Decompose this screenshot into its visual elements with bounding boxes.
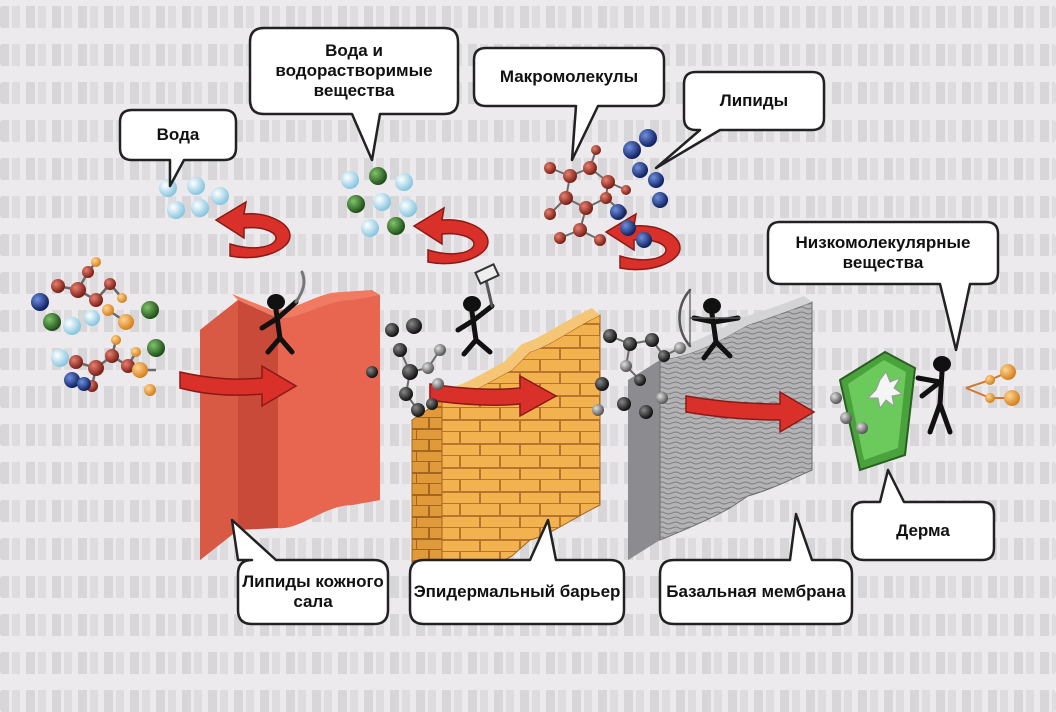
figure-basal-archer: [678, 288, 741, 361]
water-soluble-molecules: [341, 167, 417, 237]
callout-macromolecules-bubble: [472, 46, 666, 162]
small-molecules-middle: [366, 318, 446, 417]
mixed-molecules-left: [31, 257, 165, 396]
callout-dermis-bubble: [850, 468, 996, 562]
callout-lipids-bubble: [654, 70, 826, 170]
callout-sebum-lipids-bubble: [230, 518, 390, 626]
dermis-block: [838, 350, 917, 472]
figure-sebum-swordsman: [259, 270, 306, 355]
straight-arrow-2: [429, 374, 558, 418]
small-molecules-right: [592, 329, 686, 419]
dermis-molecules: [830, 364, 1020, 434]
callout-low-molecular-bubble: [766, 220, 1000, 352]
epidermal-barrier-wall: [411, 308, 601, 589]
straight-arrow-3: [685, 390, 816, 434]
figure-dermis-pusher: [915, 356, 953, 435]
curved-arrow-2: [412, 206, 489, 265]
sebum-lipid-wall: [200, 290, 380, 560]
curved-arrow-1: [214, 200, 291, 259]
callout-water-soluble-bubble: [248, 26, 460, 162]
lipid-molecules: [610, 129, 668, 248]
straight-arrow-1: [179, 364, 298, 408]
basal-membrane-wall: [628, 296, 813, 560]
callout-epidermal-bubble: [408, 518, 626, 626]
callout-basal-bubble: [658, 512, 854, 626]
macromolecules: [544, 145, 631, 246]
figure-epidermis-hammer: [455, 263, 500, 357]
callout-water-bubble: [118, 108, 238, 188]
